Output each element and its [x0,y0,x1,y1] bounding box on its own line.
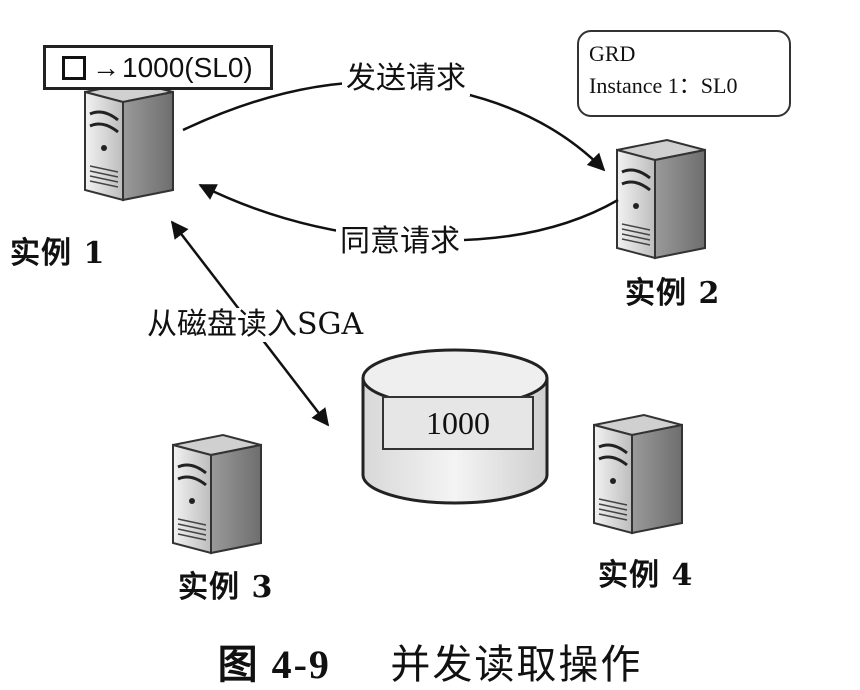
block-square-icon [62,55,86,80]
send-request-label: 发送请求 [342,62,470,96]
cache-block-value: 1000(SL0) [122,51,253,83]
grd-instance-state: Instance 1：SL0 [589,73,738,98]
read-disk-label: 从磁盘读入SGA [143,308,368,342]
grd-box: GRD Instance 1：SL0 [577,30,791,117]
figure-title: 并发读取操作 [390,642,643,688]
server-icon-1 [83,80,175,202]
cache-block-box: → 1000(SL0) [43,45,273,90]
server-icon-3 [171,433,263,555]
server-icon-4 [592,413,684,535]
instance-4-label: 实例 4 [598,558,694,593]
server-icon-2 [615,138,707,260]
instance-3-label: 实例 3 [178,570,274,605]
instance-1-label: 实例 1 [10,236,106,271]
instance-2-label: 实例 2 [625,276,721,311]
grant-request-label: 同意请求 [336,225,464,259]
figure-number: 图 4-9 [217,642,331,687]
grd-title: GRD [589,41,636,66]
disk-value: 1000 [382,396,534,450]
arrow-right-icon: → [92,51,120,83]
figure-caption: 图 4-9 并发读取操作 [0,632,860,690]
